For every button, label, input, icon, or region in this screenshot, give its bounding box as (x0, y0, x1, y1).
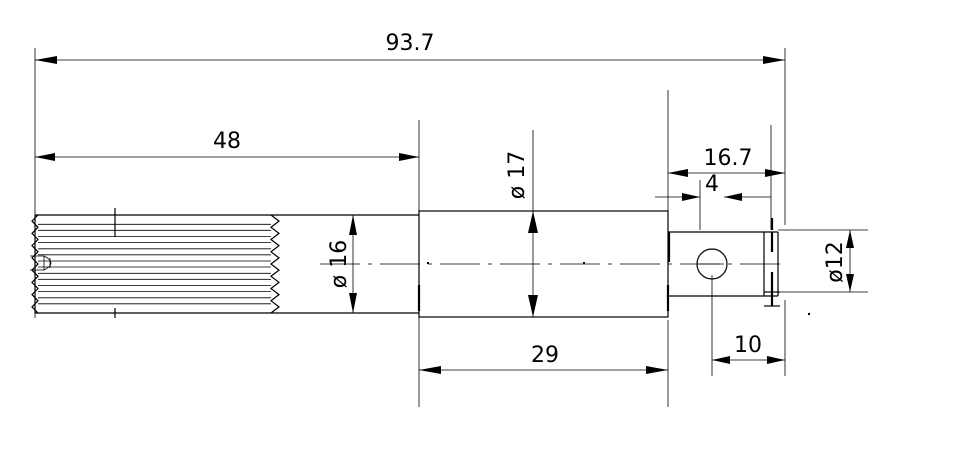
spline-length-label: 48 (213, 129, 241, 154)
dimension-texts: 93.7 48 29 16.7 4 10 ø 16 ø 17 ø12 (213, 31, 848, 368)
pin-diameter-label: 4 (705, 172, 719, 197)
dimension-lines (35, 56, 854, 374)
pin-offset-label: 16.7 (704, 146, 753, 171)
end-length-label: 10 (734, 333, 762, 358)
spline-left-teeth (31, 214, 39, 314)
construction-marks (427, 262, 810, 315)
spline-diameter-label: ø 16 (327, 240, 352, 288)
spline-end-detail (30, 208, 116, 318)
spline-right-teeth (270, 214, 280, 314)
shaft-outline (34, 210, 780, 318)
body-length-label: 29 (531, 343, 559, 368)
body-diameter-label: ø 17 (505, 151, 530, 199)
end-diameter-label: ø12 (823, 241, 848, 282)
spline-teeth (31, 214, 280, 314)
overall-length-label: 93.7 (386, 31, 435, 56)
